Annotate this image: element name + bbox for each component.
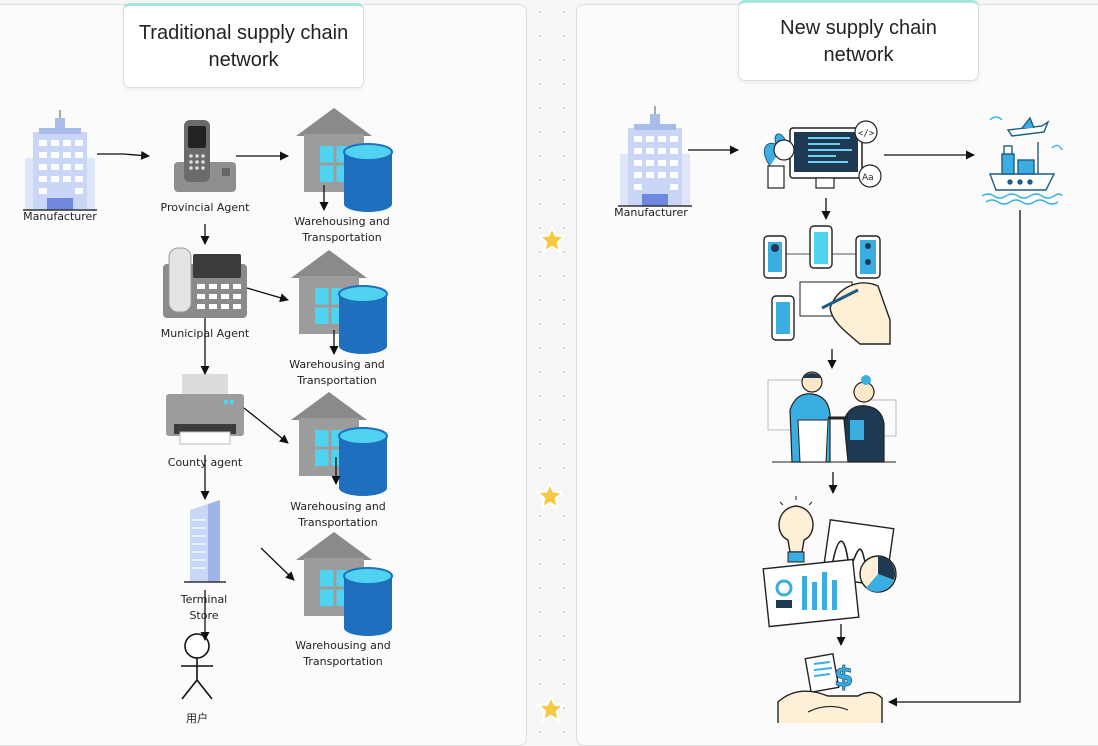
arrow-county-warehouse <box>243 407 289 444</box>
warehousing-label-4: Warehousing and Transportation <box>295 639 391 668</box>
handshake-payment-icon: $ <box>777 653 883 723</box>
arrow-terminal-warehouse <box>260 547 295 581</box>
team-collaboration-icon <box>767 371 897 463</box>
logistics-node[interactable] <box>981 116 1063 205</box>
svg-text:</>: </> <box>858 129 875 139</box>
skyscraper-icon <box>184 500 226 583</box>
stick-figure-icon <box>181 633 213 700</box>
warehouse-database-icon <box>294 106 394 214</box>
analytics-node[interactable] <box>762 496 897 628</box>
star-sticker-icon <box>535 481 565 510</box>
warehouse-node-1[interactable] <box>294 106 394 214</box>
arrow-logistics-deal <box>888 210 1021 707</box>
warehouse-node-4[interactable] <box>294 530 394 638</box>
right-manufacturer-node[interactable] <box>617 105 693 207</box>
arrow-municipal-warehouse <box>246 287 289 303</box>
right-manufacturer-label: Manufacturer <box>614 206 688 219</box>
manufacturer-label: Manufacturer <box>23 210 97 223</box>
terminal-store-node[interactable] <box>184 500 226 583</box>
right-title[interactable]: New supply chain network <box>738 0 979 81</box>
county-agent-node[interactable] <box>166 374 244 445</box>
office-building-icon <box>22 109 98 211</box>
right-title-text: New supply chain network <box>780 16 937 66</box>
warehouse-node-2[interactable] <box>289 248 389 356</box>
deal-node[interactable]: $ <box>777 653 883 723</box>
warehouse-node-3[interactable] <box>289 390 389 498</box>
web-development-icon: </> Aa <box>763 120 882 189</box>
left-title[interactable]: Traditional supply chain network <box>123 3 364 88</box>
office-building-icon <box>617 105 693 207</box>
printer-icon <box>166 374 244 445</box>
warehousing-label-3: Warehousing and Transportation <box>290 500 386 529</box>
warehousing-label-2: Warehousing and Transportation <box>289 358 385 387</box>
user-label: 用户 <box>186 712 208 725</box>
terminal-store-label: Terminal Store <box>180 593 228 622</box>
software-node[interactable]: </> Aa <box>763 120 882 189</box>
warehousing-label-1: Warehousing and Transportation <box>294 215 390 244</box>
warehouse-database-icon <box>289 390 389 498</box>
svg-text:Aa: Aa <box>862 173 874 183</box>
left-title-text: Traditional supply chain network <box>138 21 349 71</box>
data-analytics-icon <box>762 496 897 628</box>
arrow-manufacturer-provincial <box>97 150 150 160</box>
right-connectors <box>688 145 1021 707</box>
diagram-canvas: </> Aa <box>22 105 1063 723</box>
user-node[interactable] <box>181 633 213 700</box>
fax-machine-icon <box>163 247 247 318</box>
air-sea-shipping-icon <box>981 116 1063 205</box>
svg-text:$: $ <box>834 660 853 693</box>
municipal-agent-label: Municipal Agent <box>160 327 250 340</box>
manufacturer-node[interactable] <box>22 109 98 211</box>
warehouse-database-icon <box>289 248 389 356</box>
provincial-agent-label: Provincial Agent <box>160 201 250 214</box>
cordless-phone-icon <box>174 120 236 192</box>
star-sticker-icon <box>537 225 567 254</box>
provincial-agent-node[interactable] <box>174 120 236 192</box>
municipal-agent-node[interactable] <box>163 247 247 318</box>
left-panel <box>0 4 527 746</box>
star-sticker-icon <box>536 694 566 723</box>
teamwork-node[interactable] <box>767 371 897 463</box>
app-wireframe-hand-icon <box>763 225 891 345</box>
left-connectors <box>97 150 341 641</box>
county-agent-label: County agent <box>167 456 243 469</box>
app-design-node[interactable] <box>763 225 891 345</box>
warehouse-database-icon <box>294 530 394 638</box>
